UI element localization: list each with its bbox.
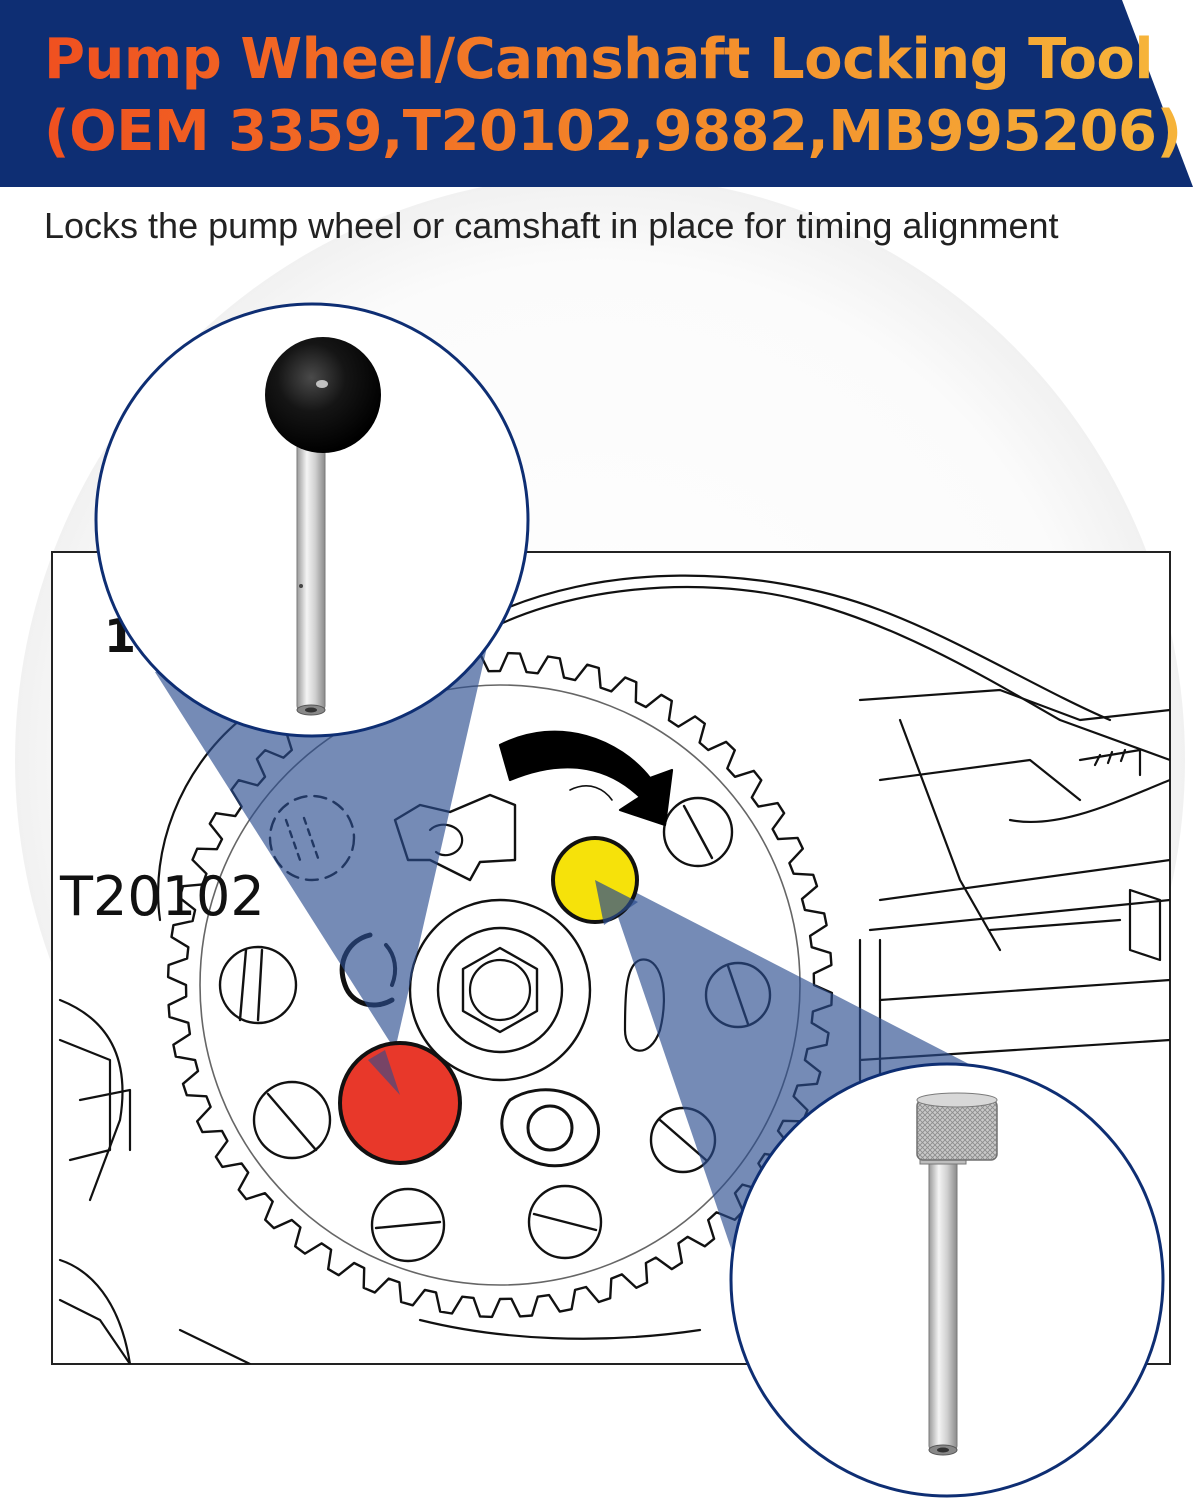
subtitle: Locks the pump wheel or camshaft in plac… bbox=[44, 205, 1059, 246]
page-title-line-1: Pump Wheel/Camshaft Locking Tool bbox=[44, 27, 1154, 92]
red-locking-point bbox=[338, 1041, 462, 1165]
ball-handle-locking-pin-icon bbox=[265, 337, 381, 716]
rotation-arrow-icon bbox=[498, 730, 674, 827]
header-banner: Pump Wheel/Camshaft Locking Tool (OEM 33… bbox=[0, 0, 1193, 187]
knurled-locking-pin-icon bbox=[916, 1092, 998, 1456]
inset-knurled-pin bbox=[729, 1062, 1165, 1498]
page-title-line-2: (OEM 3359,T20102,9882,MB995206) bbox=[44, 99, 1182, 164]
beam-yellow-marker bbox=[604, 876, 1000, 1260]
inset-ball-handle-pin bbox=[94, 302, 530, 738]
tool-label: T20102 bbox=[59, 865, 265, 928]
